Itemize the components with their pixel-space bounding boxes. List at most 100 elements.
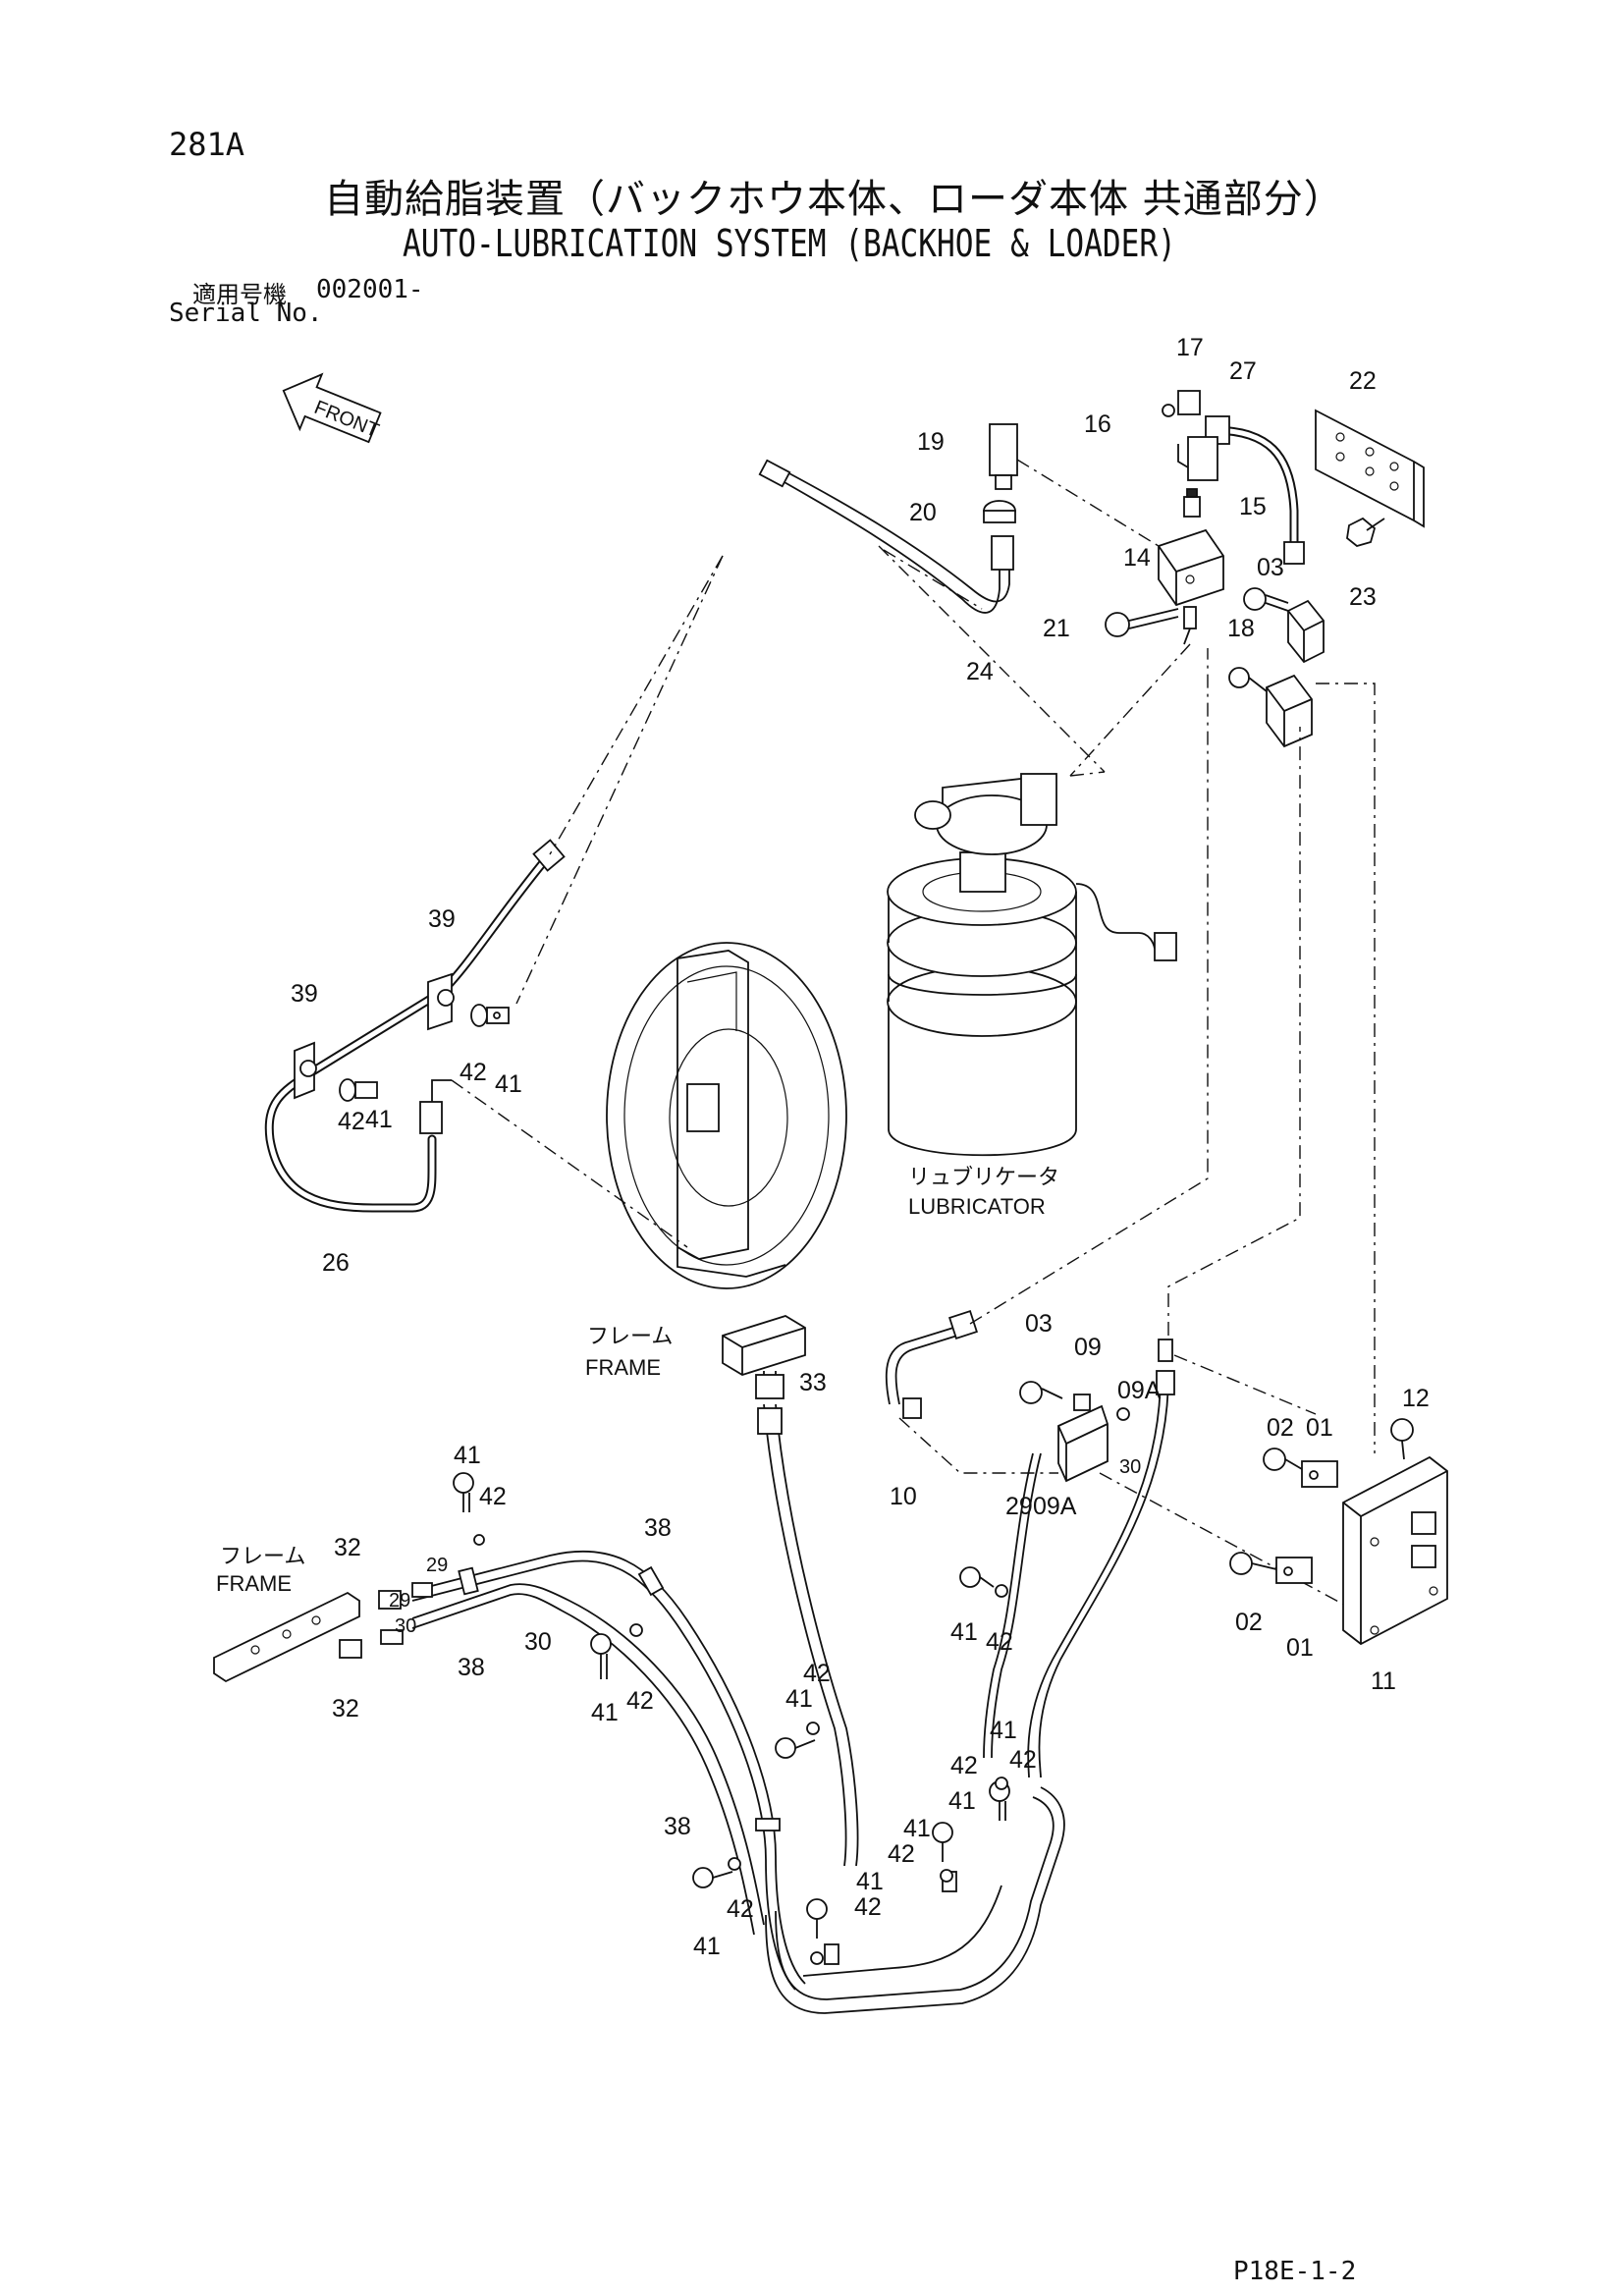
- block-14: [1158, 528, 1224, 607]
- lubrication-panel-11: [1342, 1455, 1448, 1646]
- switch-16-17: [1162, 390, 1218, 481]
- callout-22: 22: [1349, 367, 1377, 395]
- mounting-plate-22: [1315, 409, 1425, 528]
- callout-38: 38: [664, 1813, 691, 1840]
- page-number: 281A: [169, 126, 245, 163]
- bolt-41-a: [470, 1004, 510, 1027]
- callout-10: 10: [890, 1483, 917, 1510]
- callout-41: 41: [948, 1787, 976, 1815]
- pipe-10: [885, 1310, 978, 1419]
- callout-38: 38: [458, 1654, 485, 1681]
- title-japanese: 自動給脂装置（バックホウ本体、ローダ本体 共通部分）: [324, 177, 1344, 222]
- callout-23: 23: [1349, 583, 1377, 611]
- frame-plate-left: [213, 1591, 360, 1683]
- callout-41: 41: [495, 1070, 522, 1098]
- callout-29: 29: [1005, 1493, 1033, 1520]
- callout-16: 16: [1084, 410, 1111, 438]
- front-arrow-icon: FRONT: [282, 372, 382, 444]
- callout-12: 12: [1402, 1385, 1430, 1412]
- callout-42: 42: [803, 1660, 831, 1687]
- callout-24: 24: [966, 658, 994, 685]
- callout-30: 30: [395, 1615, 416, 1637]
- bolt-41-j: [989, 1780, 1010, 1821]
- callout-09a: 09A: [1117, 1377, 1162, 1404]
- callout-32: 32: [334, 1534, 361, 1561]
- bolt-12: [1390, 1418, 1414, 1460]
- bolt-41-b: [339, 1078, 378, 1102]
- fitting-19: [989, 423, 1018, 490]
- clamp-01-lower: [1275, 1557, 1313, 1584]
- callout-21: 21: [1043, 615, 1070, 642]
- bolt-03-upper: [1243, 587, 1289, 612]
- callout-42: 42: [479, 1483, 507, 1510]
- callout-42: 42: [727, 1895, 754, 1923]
- bracket-39-left: [294, 1041, 317, 1100]
- callout-20: 20: [909, 499, 937, 526]
- callout-01: 01: [1306, 1414, 1333, 1442]
- bolt-41-h: [692, 1867, 733, 1888]
- callout-42: 42: [986, 1628, 1013, 1656]
- callout-42: 42: [338, 1108, 365, 1135]
- lubricator-label-en: LUBRICATOR: [908, 1194, 1046, 1219]
- callout-38: 38: [644, 1514, 672, 1542]
- callout-32: 32: [332, 1695, 359, 1722]
- callout-09a: 09A: [1033, 1493, 1077, 1520]
- callout-42: 42: [950, 1752, 978, 1779]
- callout-42: 42: [888, 1840, 915, 1868]
- callout-39: 39: [428, 905, 456, 933]
- washer-42-e: [806, 1722, 820, 1735]
- callout-42: 42: [1009, 1746, 1037, 1774]
- bolt-41-d: [590, 1633, 612, 1679]
- frame-label-jp-lower: フレーム: [220, 1544, 305, 1568]
- lubricator-label-jp: リュブリケータ: [908, 1165, 1059, 1189]
- washer-42-i: [810, 1951, 824, 1965]
- distribution-valve-09: [1057, 1394, 1130, 1483]
- callout-29: 29: [426, 1555, 448, 1576]
- callout-41: 41: [454, 1442, 481, 1469]
- frame-label-en-upper: FRAME: [585, 1355, 661, 1380]
- serial-label-english: Serial No.: [169, 299, 323, 328]
- callout-01: 01: [1286, 1634, 1314, 1662]
- hose-29-30-left: [411, 1550, 806, 1991]
- callout-41: 41: [365, 1106, 393, 1133]
- serial-label-japanese: 適用号機: [192, 281, 287, 308]
- frame-label-jp-upper: フレーム: [587, 1324, 673, 1348]
- callout-03: 03: [1025, 1310, 1053, 1338]
- bolt-02-lower: [1229, 1552, 1277, 1575]
- frame-label-en-lower: FRAME: [216, 1571, 292, 1596]
- bolt-03-lower: [1019, 1381, 1063, 1404]
- callout-42: 42: [854, 1893, 882, 1921]
- hose-reel: [606, 942, 847, 1289]
- fitting-18: [1183, 606, 1197, 645]
- callout-41: 41: [591, 1699, 619, 1726]
- callout-15: 15: [1239, 493, 1267, 520]
- callout-14: 14: [1123, 544, 1151, 572]
- nut-20: [983, 500, 1016, 523]
- bolt-41-i: [806, 1898, 828, 1939]
- washer-42-f: [995, 1584, 1008, 1598]
- callout-39: 39: [291, 980, 318, 1008]
- fittings-32: [339, 1582, 433, 1659]
- washer-42-j: [995, 1777, 1008, 1790]
- bolt-02-upper: [1263, 1448, 1303, 1471]
- hose-33-main: [757, 1403, 859, 1867]
- callout-09: 09: [1074, 1334, 1102, 1361]
- bolt-41-f: [959, 1566, 995, 1588]
- callout-18: 18: [1227, 615, 1255, 642]
- callout-11: 11: [1371, 1667, 1396, 1695]
- bolt-23: [1346, 517, 1385, 547]
- callout-41: 41: [950, 1618, 978, 1646]
- callout-30: 30: [1119, 1456, 1141, 1478]
- bolt-21: [1105, 608, 1179, 637]
- bolt-41-g: [932, 1822, 953, 1862]
- callout-02: 02: [1267, 1414, 1294, 1442]
- callout-41: 41: [693, 1933, 721, 1960]
- hose-29-30-right: [983, 1339, 1175, 1778]
- bolt-41-c: [453, 1472, 474, 1512]
- callout-19: 19: [917, 428, 945, 456]
- callout-41: 41: [990, 1717, 1017, 1744]
- callout-29: 29: [389, 1590, 410, 1612]
- fitting-15: [1183, 488, 1201, 518]
